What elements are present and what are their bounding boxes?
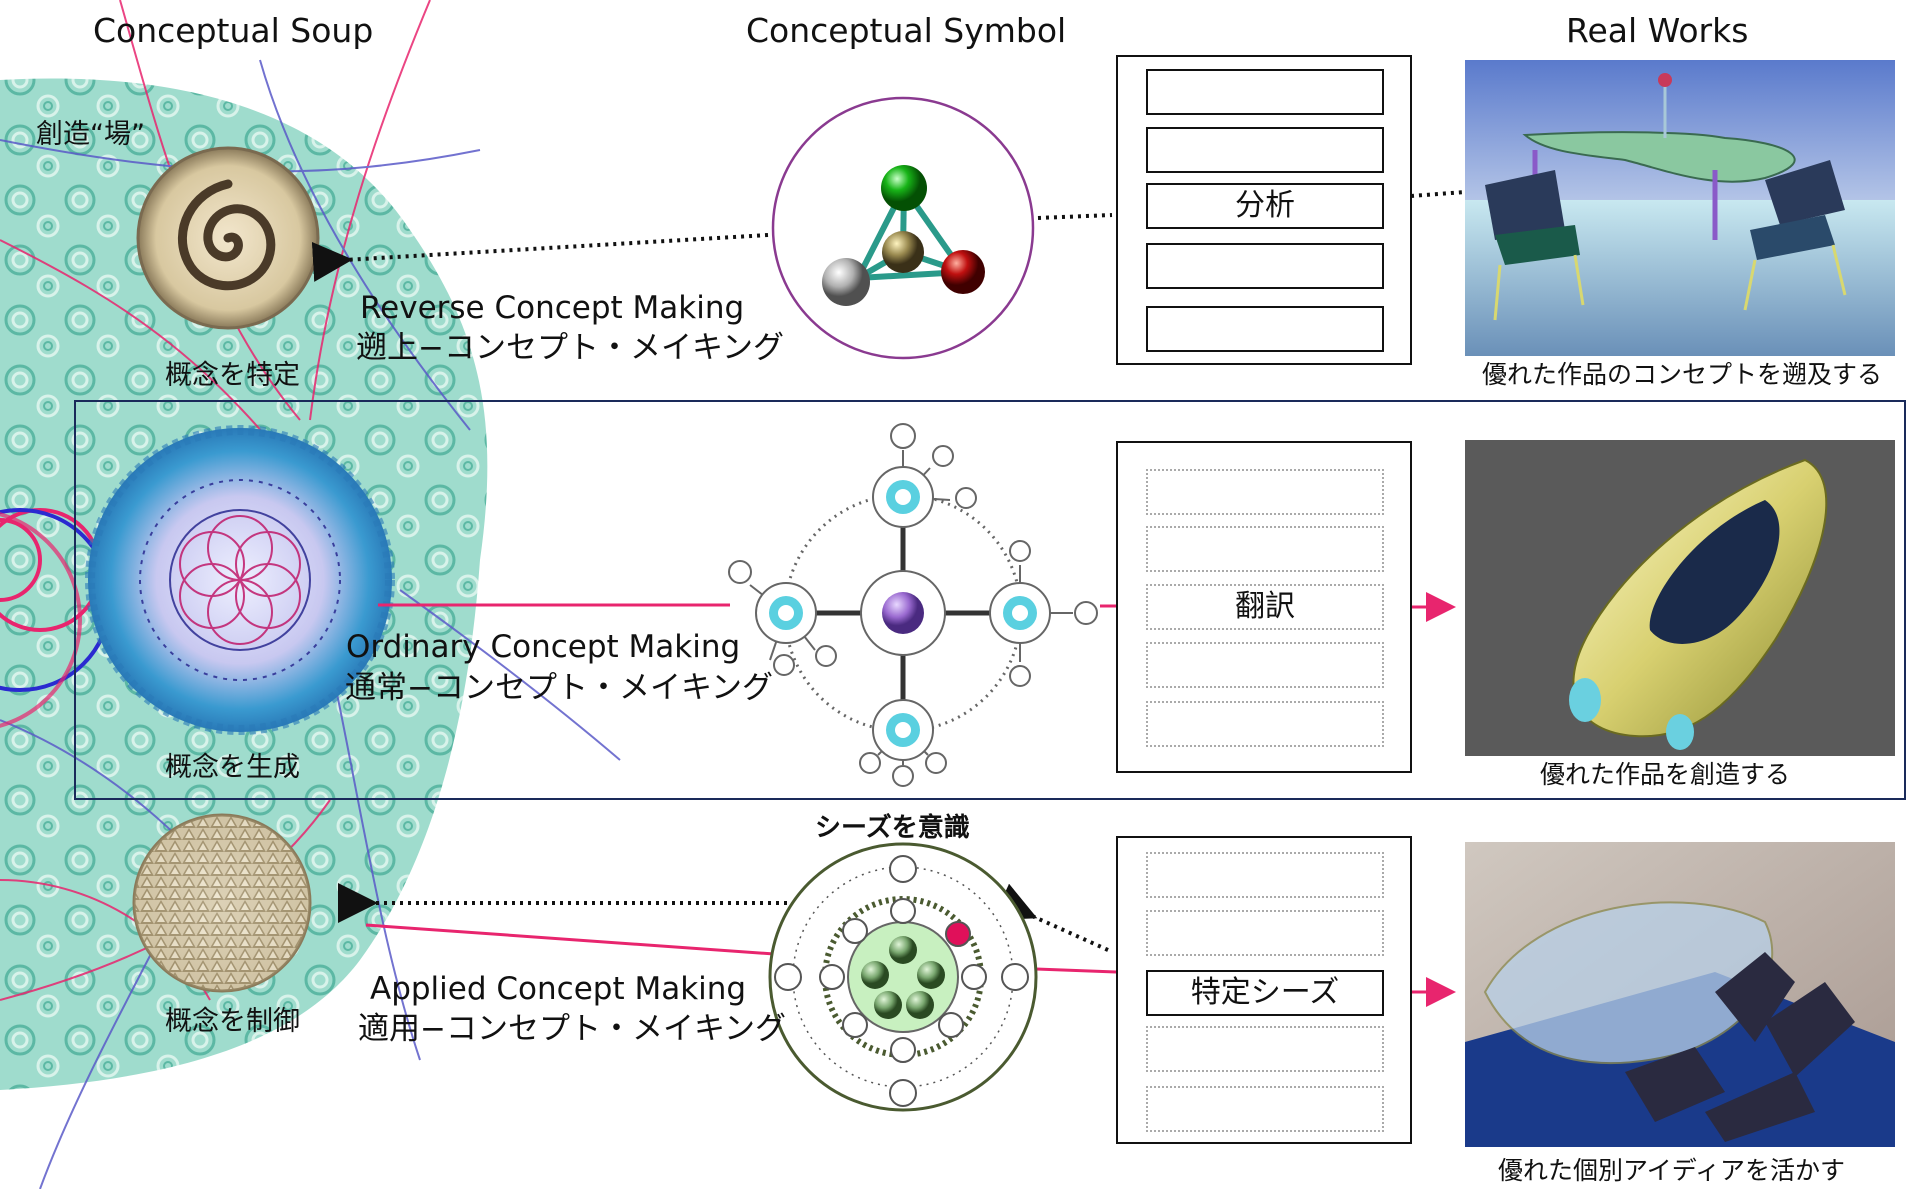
seeds-awareness-label: シーズを意識	[815, 813, 970, 843]
caption-retrace-concept: 優れた作品のコンセプトを遡及する	[1482, 360, 1883, 389]
translation-label: 翻訳	[1235, 589, 1295, 624]
analysis-label: 分析	[1235, 188, 1295, 223]
box-slot	[1146, 642, 1384, 688]
caption-create-work: 優れた作品を創造する	[1540, 760, 1791, 789]
reverse-concept-ja: 遡上−コンセプト・メイキング	[356, 330, 785, 366]
furniture-render-image	[1465, 60, 1895, 356]
car-render-image	[1465, 440, 1895, 756]
box-slot	[1146, 243, 1384, 289]
box-slot-active: 翻訳	[1146, 584, 1384, 630]
creative-field-label: 創造“場”	[36, 119, 145, 150]
translation-box: 翻訳	[1116, 441, 1412, 773]
box-slot	[1146, 127, 1384, 173]
box-slot	[1146, 306, 1384, 352]
specific-seeds-label: 特定シーズ	[1190, 975, 1340, 1010]
box-slot	[1146, 69, 1384, 115]
seeds-symbol	[768, 842, 1038, 1112]
cockpit-render-image	[1465, 842, 1895, 1147]
box-slot-active: 分析	[1146, 183, 1384, 229]
reverse-concept-en: Reverse Concept Making	[360, 290, 745, 326]
ordinary-concept-ja: 通常−コンセプト・メイキング	[345, 670, 774, 706]
seeds-box: 特定シーズ	[1116, 836, 1412, 1144]
green-sphere	[881, 165, 927, 211]
specify-concept-label: 概念を特定	[165, 360, 300, 391]
analysis-box: 分析	[1116, 55, 1412, 365]
red-sphere	[941, 250, 985, 294]
ordinary-row-frame	[74, 400, 1906, 800]
applied-concept-ja: 適用−コンセプト・メイキング	[358, 1011, 787, 1047]
hub-network-symbol	[728, 423, 1098, 787]
box-slot	[1146, 1086, 1384, 1132]
header-conceptual-soup: Conceptual Soup	[93, 11, 374, 50]
gold-sphere	[882, 231, 924, 273]
header-real-works: Real Works	[1566, 11, 1749, 50]
ordinary-concept-en: Ordinary Concept Making	[346, 629, 741, 665]
box-slot-active: 特定シーズ	[1146, 970, 1384, 1016]
box-slot	[1146, 701, 1384, 747]
generate-concept-label: 概念を生成	[165, 752, 300, 783]
box-slot	[1146, 1026, 1384, 1072]
box-slot	[1146, 469, 1384, 515]
header-conceptual-symbol: Conceptual Symbol	[746, 11, 1067, 50]
gray-sphere	[822, 258, 870, 306]
box-slot	[1146, 526, 1384, 572]
control-concept-label: 概念を制御	[165, 1006, 300, 1037]
applied-concept-en: Applied Concept Making	[370, 971, 747, 1007]
caption-use-idea: 優れた個別アイディアを活かす	[1498, 1156, 1846, 1185]
box-slot	[1146, 910, 1384, 956]
box-slot	[1146, 852, 1384, 898]
